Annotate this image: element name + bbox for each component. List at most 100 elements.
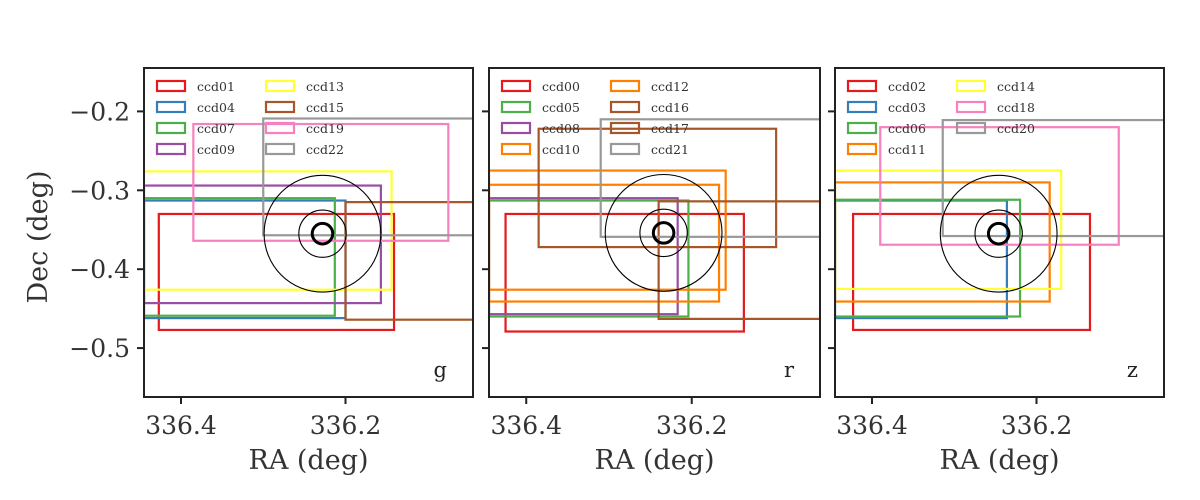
panel-r-legend-swatch-ccd12	[609, 79, 641, 93]
panel-r-legend-swatch-ccd08	[500, 121, 532, 135]
panel-g-ytick-label-2: −0.4	[69, 255, 130, 284]
panel-g-frame	[143, 67, 474, 398]
panel-r: 336.4 336.2 RA (deg) r ccd00 ccd05 ccd08 ccd10 c…	[482, 67, 821, 476]
panel-z-frame	[834, 67, 1165, 398]
panel-z-legend-swatch-ccd14	[955, 79, 987, 93]
panel-g-circle-0	[263, 174, 382, 293]
panel-g-x-axis-title: RA (deg)	[248, 445, 368, 476]
panel-r-plot-area	[489, 118, 820, 333]
panel-r-legend-swatch-ccd21	[609, 142, 641, 156]
panel-g-xtick-label-0: 336.4	[145, 411, 217, 440]
panel-r-x-axis-title: RA (deg)	[594, 445, 714, 476]
panel-r-legend-swatch-ccd10	[500, 142, 532, 156]
panel-r-circle-2	[651, 221, 676, 245]
panel-r-ccd-rect-ccd21	[599, 118, 820, 238]
panel-g-legend-label-ccd01: ccd01	[197, 79, 235, 94]
panel-z-circle-2	[986, 221, 1011, 246]
panel-g-ccd-rect-ccd04	[144, 199, 347, 320]
panel-g-legend-label-ccd13: ccd13	[306, 79, 344, 94]
panel-g: 336.4 336.2 −0.2 −0.3 −0.4 −0.5 RA (deg) g ccd01…	[69, 67, 474, 476]
panel-r-legend-label-ccd21: ccd21	[651, 142, 689, 157]
panel-z-legend-swatch-ccd06	[846, 121, 878, 135]
y-axis-title: Dec (deg)	[23, 171, 54, 304]
panel-g-xtick-label-1: 336.2	[310, 411, 382, 440]
panel-z-legend-label-ccd11: ccd11	[888, 142, 926, 157]
panel-z-circle-1	[974, 209, 1023, 258]
panel-g-legend-swatch-ccd01	[155, 79, 187, 93]
panel-r-band-label: r	[784, 358, 795, 382]
panel-r-legend-label-ccd10: ccd10	[542, 142, 580, 157]
panel-z-xtick-label-1: 336.2	[1001, 411, 1073, 440]
panel-g-ccd-rect-ccd13	[144, 170, 393, 291]
panel-z-legend-label-ccd03: ccd03	[888, 100, 926, 115]
panel-z-ccd-rect-ccd06	[835, 198, 1022, 318]
panel-r-ccd-rect-ccd17	[537, 127, 778, 249]
panel-r-ccd-rect-ccd10	[489, 169, 727, 291]
panel-r-ccd-rect-ccd08	[489, 197, 679, 316]
panel-r-legend-label-ccd08: ccd08	[542, 121, 580, 136]
panel-z-legend-label-ccd02: ccd02	[888, 79, 926, 94]
panel-g-ytick-label-0: −0.2	[69, 97, 130, 126]
panel-z-ccd-rect-ccd14	[835, 169, 1063, 291]
panel-z-legend-label-ccd14: ccd14	[997, 79, 1035, 94]
panel-g-legend-swatch-ccd09	[155, 142, 187, 156]
panel-g-band-label: g	[434, 358, 447, 382]
panel-g-ytick-label-1: −0.3	[69, 176, 130, 205]
panel-g-circle-2	[310, 221, 335, 246]
panel-r-ccd-rect-ccd00	[504, 212, 745, 333]
panel-g-ccd-rect-ccd01	[157, 212, 396, 332]
panel-r-ccd-rect-ccd16	[657, 200, 820, 320]
panel-r-circle-0	[604, 173, 723, 292]
panel-r-legend-label-ccd00: ccd00	[542, 79, 580, 94]
panel-g-ccd-rect-ccd15	[344, 201, 473, 321]
panel-r-legend-label-ccd17: ccd17	[651, 121, 689, 136]
panel-r-xtick-label-0: 336.4	[490, 411, 562, 440]
panel-z-x-axis-title: RA (deg)	[939, 445, 1059, 476]
panel-r-ccd-rect-ccd05	[489, 199, 690, 318]
panel-g-ccd-rect-ccd22	[262, 117, 473, 237]
panel-g-legend-swatch-ccd15	[264, 100, 296, 114]
panel-z-legend-label-ccd06: ccd06	[888, 121, 926, 136]
panel-g-legend-label-ccd09: ccd09	[197, 142, 235, 157]
panel-g-legend-label-ccd07: ccd07	[197, 121, 235, 136]
panel-g-legend-swatch-ccd22	[264, 142, 296, 156]
panel-z-legend-swatch-ccd11	[846, 142, 878, 156]
panel-g-legend-label-ccd19: ccd19	[306, 121, 344, 136]
panel-g-ccd-rect-ccd19	[192, 122, 450, 242]
panel-z-circle-0	[939, 174, 1058, 293]
panel-g-ytick-label-3: −0.5	[69, 334, 130, 363]
panel-z-legend-swatch-ccd20	[955, 121, 987, 135]
panel-r-ccd-rect-ccd12	[489, 183, 721, 303]
panel-r-legend-swatch-ccd16	[609, 100, 641, 114]
panel-z-legend-label-ccd20: ccd20	[997, 121, 1035, 136]
panel-z-band-label: z	[1127, 358, 1138, 382]
panel-g-plot-area	[144, 117, 473, 332]
panel-g-legend-swatch-ccd13	[264, 79, 296, 93]
panel-z-legend-label-ccd18: ccd18	[997, 100, 1035, 115]
panel-r-xtick-label-1: 336.2	[656, 411, 728, 440]
panels: 336.4 336.2 −0.2 −0.3 −0.4 −0.5 RA (deg) g ccd01…	[69, 67, 1165, 476]
panel-z-legend-swatch-ccd02	[846, 79, 878, 93]
panel-g-legend: ccd01 ccd04 ccd07 ccd09 ccd13 ccd15 ccd19 ccd22	[155, 79, 344, 157]
panel-g-legend-label-ccd22: ccd22	[306, 142, 344, 157]
panel-g-circle-1	[298, 209, 347, 258]
panel-z-ccd-rect-ccd20	[941, 118, 1164, 238]
panel-g-legend-swatch-ccd04	[155, 100, 187, 114]
panel-z-legend-swatch-ccd18	[955, 100, 987, 114]
panel-z-ccd-rect-ccd02	[851, 212, 1092, 332]
panel-g-legend-label-ccd04: ccd04	[197, 100, 235, 115]
panel-r-legend-swatch-ccd00	[500, 79, 532, 93]
panel-r-circle-1	[639, 208, 688, 258]
panel-z-xtick-label-0: 336.4	[836, 411, 908, 440]
panel-r-legend-swatch-ccd17	[609, 121, 641, 135]
panel-r-frame	[488, 67, 821, 398]
panel-g-ccd-rect-ccd07	[144, 197, 336, 317]
panel-z-plot-area	[835, 118, 1164, 332]
panel-g-legend-swatch-ccd19	[264, 121, 296, 135]
panel-g-legend-label-ccd15: ccd15	[306, 100, 344, 115]
panel-r-legend-label-ccd05: ccd05	[542, 100, 580, 115]
panel-z-legend: ccd02 ccd03 ccd06 ccd11 ccd14 ccd18 ccd20	[846, 79, 1035, 157]
